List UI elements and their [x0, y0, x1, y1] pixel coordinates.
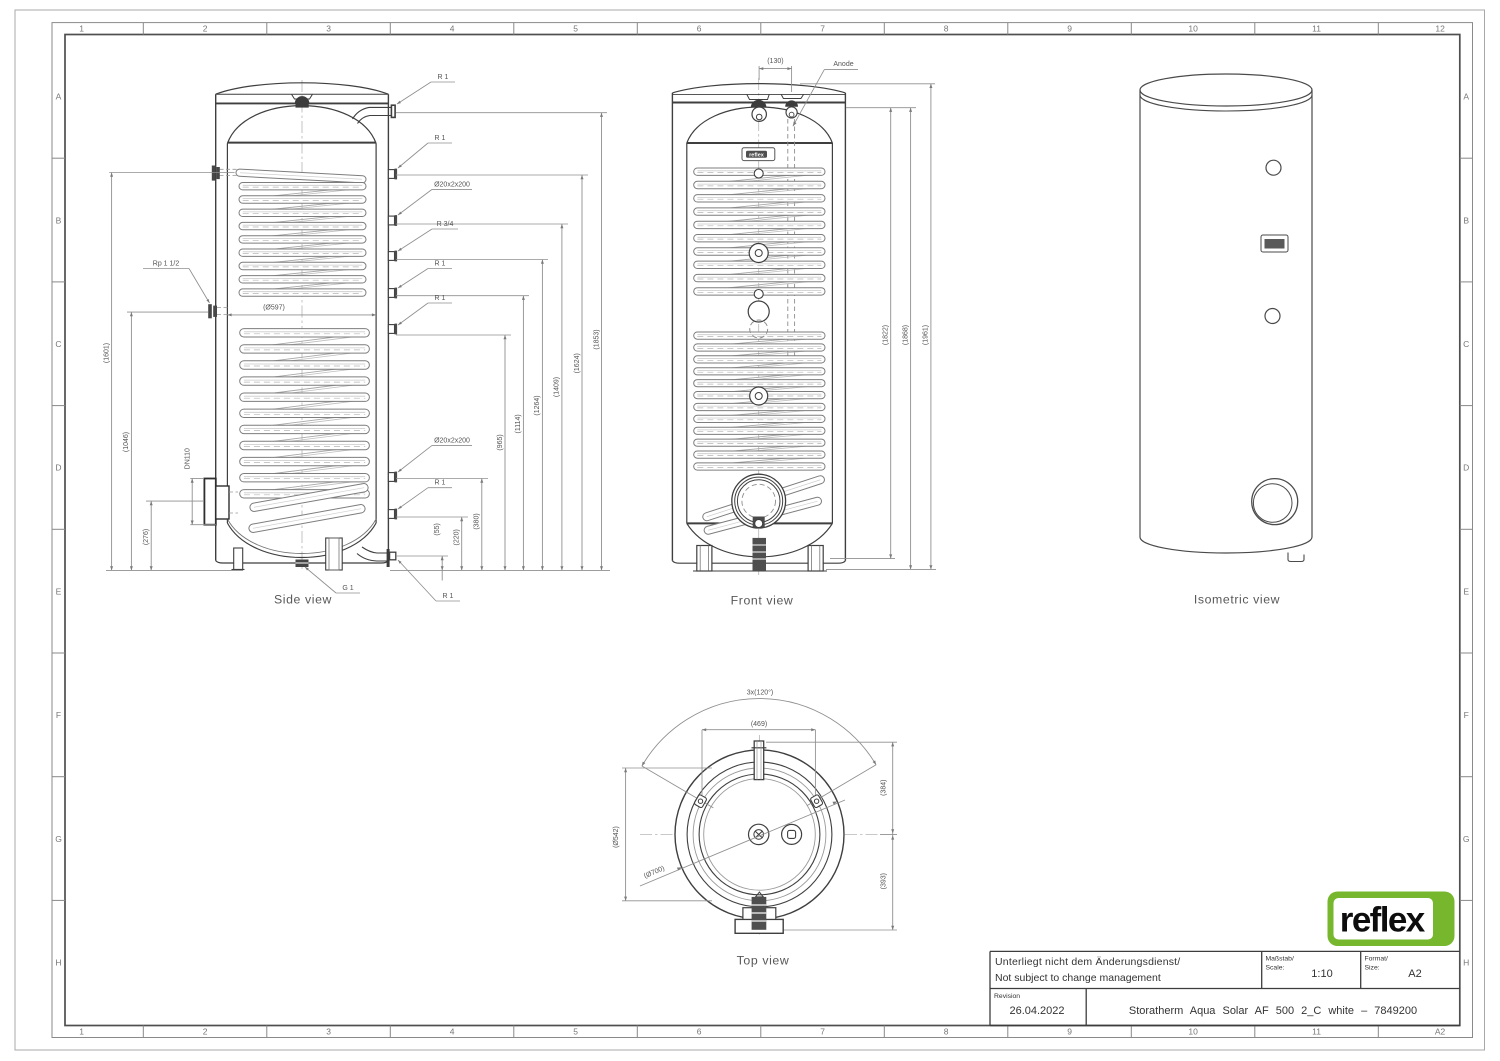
svg-text:(1046): (1046): [123, 432, 130, 452]
svg-text:(393): (393): [881, 873, 888, 889]
svg-text:10: 10: [1188, 1027, 1198, 1037]
svg-text:Front view: Front view: [731, 594, 794, 608]
svg-text:1:10: 1:10: [1311, 968, 1332, 980]
svg-text:G: G: [1463, 834, 1470, 844]
svg-text:Not subject to change manageme: Not subject to change management: [995, 972, 1161, 984]
svg-text:C: C: [55, 339, 61, 349]
svg-text:D: D: [1463, 463, 1469, 473]
svg-text:Anode: Anode: [833, 61, 853, 68]
svg-text:Size:: Size:: [1365, 965, 1380, 972]
svg-text:9: 9: [1067, 1027, 1072, 1037]
svg-text:Format/: Format/: [1365, 956, 1389, 963]
svg-text:Storatherm Aqua Solar AF 500 2: Storatherm Aqua Solar AF 500 2_C white –…: [1129, 1005, 1417, 1017]
svg-text:8: 8: [944, 1027, 949, 1037]
svg-text:2: 2: [203, 24, 208, 34]
svg-text:(220): (220): [454, 529, 461, 545]
svg-text:reflex: reflex: [1340, 901, 1426, 940]
svg-text:(Ø542): (Ø542): [613, 826, 620, 848]
svg-text:Revision: Revision: [994, 993, 1020, 1000]
svg-text:H: H: [1463, 958, 1469, 968]
svg-text:5: 5: [573, 1027, 578, 1037]
svg-text:9: 9: [1067, 24, 1072, 34]
svg-text:12: 12: [1435, 24, 1445, 34]
svg-text:Ø20x2x200: Ø20x2x200: [434, 181, 470, 188]
svg-text:Top view: Top view: [737, 954, 790, 968]
svg-text:Maßstab/: Maßstab/: [1266, 956, 1294, 963]
svg-text:(55): (55): [434, 523, 441, 535]
svg-text:5: 5: [573, 24, 578, 34]
svg-text:A: A: [1463, 92, 1469, 102]
svg-text:(469): (469): [751, 721, 767, 728]
svg-text:4: 4: [450, 24, 455, 34]
svg-text:G: G: [55, 834, 62, 844]
svg-text:(384): (384): [881, 780, 888, 796]
svg-text:2: 2: [203, 1027, 208, 1037]
svg-text:F: F: [1464, 710, 1469, 720]
svg-text:Unterliegt nicht dem Änderungs: Unterliegt nicht dem Änderungsdienst/: [995, 956, 1180, 968]
svg-text:(1868): (1868): [902, 325, 909, 345]
svg-text:3: 3: [326, 1027, 331, 1037]
svg-text:1: 1: [79, 1027, 84, 1037]
svg-text:11: 11: [1312, 1027, 1321, 1037]
svg-text:D: D: [55, 463, 61, 473]
svg-text:7: 7: [820, 1027, 825, 1037]
svg-text:A: A: [56, 92, 62, 102]
svg-text:(965): (965): [497, 434, 504, 450]
svg-text:3x(120°): 3x(120°): [747, 689, 774, 697]
svg-text:Scale:: Scale:: [1266, 965, 1285, 972]
svg-text:E: E: [56, 586, 62, 596]
svg-text:7: 7: [820, 24, 825, 34]
svg-text:(1114): (1114): [515, 414, 522, 433]
svg-text:8: 8: [944, 24, 949, 34]
svg-text:A2: A2: [1435, 1027, 1446, 1037]
svg-text:(380): (380): [474, 513, 481, 529]
svg-text:A2: A2: [1408, 968, 1421, 980]
svg-text:6: 6: [697, 1027, 702, 1037]
svg-text:11: 11: [1312, 24, 1321, 34]
svg-text:(1822): (1822): [883, 325, 890, 345]
svg-text:(276): (276): [143, 529, 150, 545]
svg-text:B: B: [1463, 215, 1469, 225]
svg-text:(1624): (1624): [574, 353, 581, 373]
svg-text:Side view: Side view: [274, 593, 332, 607]
svg-text:(Ø597): (Ø597): [263, 305, 285, 312]
svg-text:Isometric view: Isometric view: [1194, 593, 1280, 607]
svg-text:Ø20x2x200: Ø20x2x200: [434, 437, 470, 444]
svg-text:R 1: R 1: [443, 593, 454, 600]
svg-text:1: 1: [79, 24, 84, 34]
svg-text:H: H: [55, 958, 61, 968]
svg-text:R 3/4: R 3/4: [437, 221, 454, 228]
svg-text:6: 6: [697, 24, 702, 34]
svg-text:(1409): (1409): [554, 377, 561, 397]
svg-text:reflex: reflex: [749, 153, 765, 159]
svg-text:3: 3: [326, 24, 331, 34]
svg-text:26.04.2022: 26.04.2022: [1009, 1005, 1064, 1017]
svg-text:(1853): (1853): [593, 329, 600, 349]
svg-text:R 1: R 1: [435, 480, 446, 487]
svg-text:C: C: [1463, 339, 1469, 349]
svg-text:B: B: [56, 215, 62, 225]
svg-text:(1264): (1264): [534, 395, 541, 415]
svg-text:Rp 1 1/2: Rp 1 1/2: [153, 261, 180, 268]
svg-text:4: 4: [450, 1027, 455, 1037]
svg-text:F: F: [56, 710, 61, 720]
svg-text:E: E: [1463, 586, 1469, 596]
svg-text:G 1: G 1: [342, 585, 353, 592]
svg-text:(130): (130): [767, 58, 783, 65]
svg-text:DN110: DN110: [184, 448, 191, 469]
svg-text:10: 10: [1188, 24, 1198, 34]
svg-text:R 1: R 1: [435, 135, 446, 142]
svg-text:R 1: R 1: [438, 74, 449, 81]
svg-text:(1601): (1601): [103, 343, 110, 363]
svg-text:(1961): (1961): [923, 325, 930, 345]
svg-text:R 1: R 1: [435, 295, 446, 302]
svg-text:R 1: R 1: [435, 261, 446, 268]
